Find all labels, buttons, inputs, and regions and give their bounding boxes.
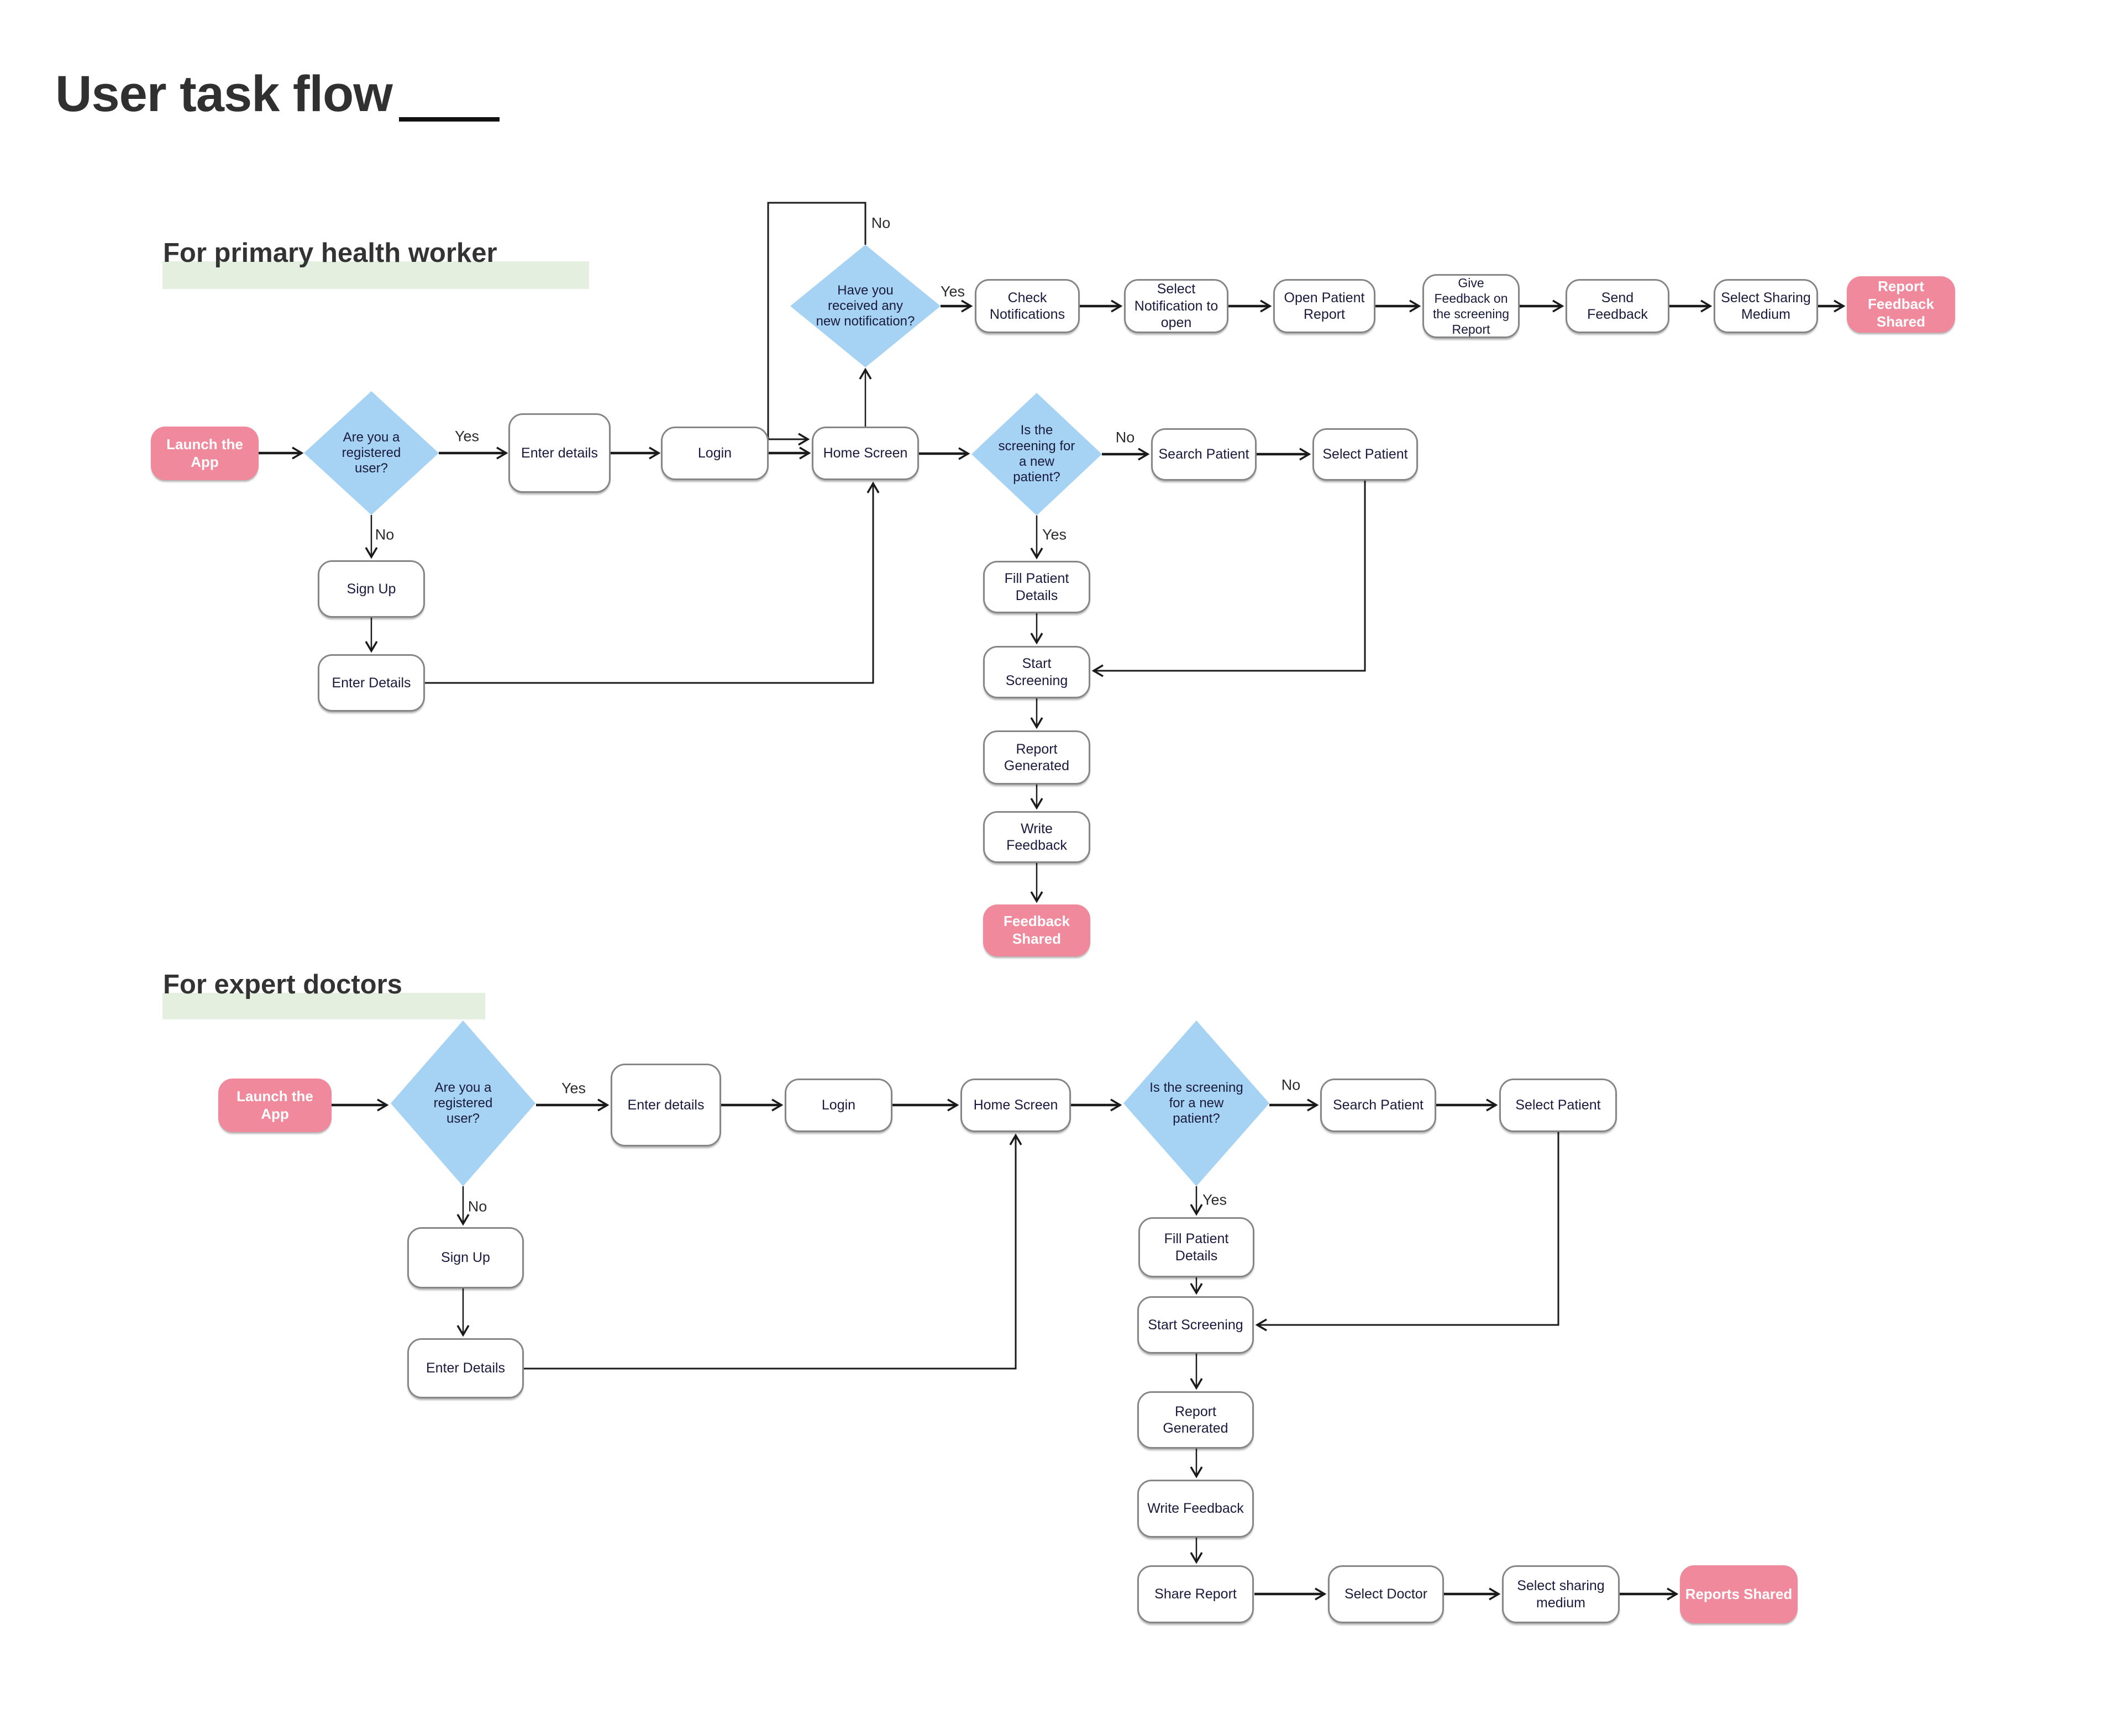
enter-details-node-primary: Enter details — [508, 413, 611, 493]
fill-patient-details-node-expert: Fill Patient Details — [1138, 1217, 1254, 1277]
decision-label: Is the screening for a new patient? — [1149, 1080, 1243, 1127]
search-patient-node-expert: Search Patient — [1320, 1079, 1436, 1132]
give-feedback-node: Give Feedback on the screening Report — [1422, 274, 1520, 338]
section-heading-expert: For expert doctors — [163, 970, 402, 999]
yes-label: Yes — [1202, 1191, 1227, 1208]
search-patient-node-primary: Search Patient — [1151, 428, 1257, 481]
start-screening-node-expert: Start Screening — [1137, 1296, 1254, 1354]
no-label: No — [375, 526, 395, 543]
select-notification-node: Select Notification to open — [1124, 279, 1228, 333]
report-generated-node-primary: Report Generated — [983, 730, 1090, 785]
decision-label: Are you a registered user? — [342, 429, 401, 476]
yes-label: Yes — [1042, 526, 1067, 543]
login-node-expert: Login — [785, 1079, 892, 1132]
launch-app-node-expert: Launch the App — [218, 1079, 332, 1132]
enter-details-signup-node-primary: Enter Details — [318, 654, 425, 712]
sign-up-node-primary: Sign Up — [318, 560, 425, 618]
write-feedback-node-primary: Write Feedback — [983, 811, 1090, 863]
no-label: No — [1281, 1076, 1301, 1093]
home-screen-node-primary: Home Screen — [812, 427, 919, 480]
start-screening-node-primary: Start Screening — [983, 646, 1090, 698]
section-heading-primary: For primary health worker — [163, 238, 497, 268]
reports-shared-node: Reports Shared — [1680, 1565, 1798, 1623]
no-label: No — [871, 214, 891, 232]
launch-app-node-primary: Launch the App — [151, 427, 259, 480]
select-patient-node-expert: Select Patient — [1499, 1079, 1617, 1132]
decision-label: Are you a registered user? — [433, 1080, 493, 1127]
fill-patient-details-node-primary: Fill Patient Details — [983, 561, 1090, 613]
feedback-shared-node: Feedback Shared — [983, 904, 1090, 956]
login-node-primary: Login — [661, 427, 769, 480]
select-sharing-medium-node-expert: Select sharing medium — [1502, 1565, 1620, 1623]
check-notifications-node: Check Notifications — [975, 279, 1080, 333]
send-feedback-node: Send Feedback — [1566, 279, 1669, 333]
open-patient-report-node: Open Patient Report — [1273, 279, 1375, 333]
enter-details-node-expert: Enter details — [611, 1064, 721, 1146]
title-underline — [399, 117, 500, 122]
enter-details-signup-node-expert: Enter Details — [407, 1338, 524, 1398]
decision-label: Is the screening for a new patient? — [998, 423, 1075, 485]
heading-highlight — [162, 261, 589, 289]
home-screen-node-expert: Home Screen — [960, 1079, 1071, 1132]
heading-highlight — [162, 993, 485, 1019]
yes-label: Yes — [940, 283, 965, 300]
page-title: User task flow — [55, 66, 393, 122]
yes-label: Yes — [561, 1080, 586, 1097]
report-generated-node-expert: Report Generated — [1137, 1391, 1254, 1449]
no-label: No — [1115, 429, 1135, 446]
write-feedback-node-expert: Write Feedback — [1137, 1480, 1254, 1538]
decision-label: Have you received any new notification? — [816, 282, 915, 329]
share-report-node: Share Report — [1137, 1565, 1254, 1623]
select-sharing-medium-node-primary: Select Sharing Medium — [1714, 279, 1818, 333]
report-feedback-shared-node: Report Feedback Shared — [1847, 276, 1955, 333]
sign-up-node-expert: Sign Up — [407, 1227, 524, 1288]
select-doctor-node: Select Doctor — [1328, 1565, 1444, 1623]
select-patient-node-primary: Select Patient — [1312, 428, 1418, 481]
no-label: No — [468, 1198, 487, 1215]
yes-label: Yes — [454, 428, 480, 445]
